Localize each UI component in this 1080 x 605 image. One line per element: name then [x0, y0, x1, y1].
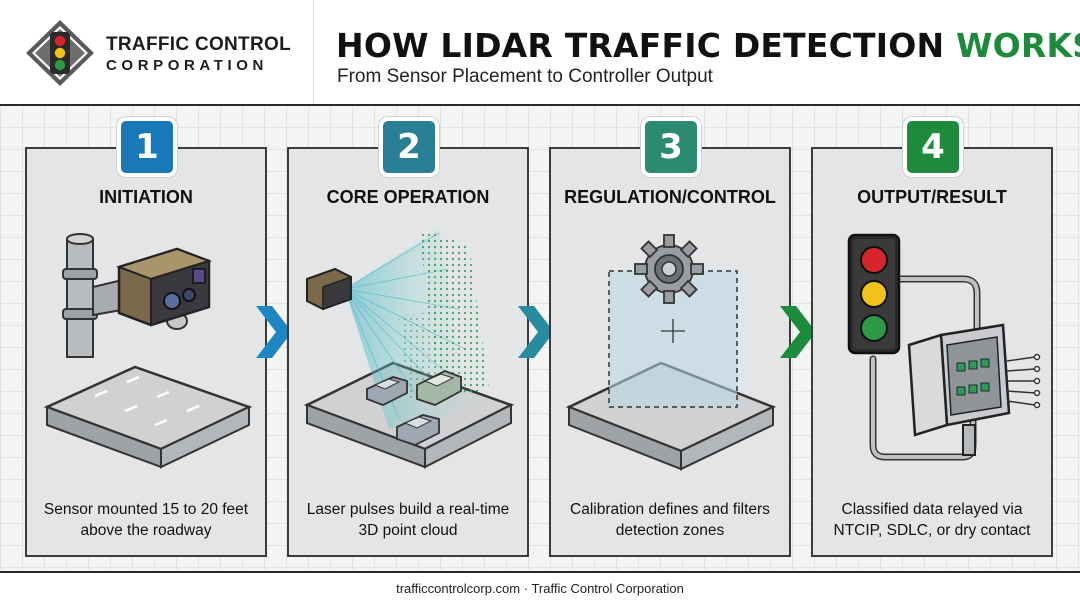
title-accent: WORKS: [955, 26, 1080, 65]
page-header: TRAFFIC CONTROL CORPORATION HOW LIDAR TR…: [0, 0, 1080, 106]
controller-cabinet-icon: [907, 323, 1011, 456]
title-main: HOW LIDAR TRAFFIC DETECTION: [336, 26, 956, 65]
traffic-light-logo-icon: [26, 20, 94, 86]
chevron-right-icon: [518, 306, 554, 358]
data-output-lines-icon: [1006, 353, 1041, 409]
brand-logo: TRAFFIC CONTROL CORPORATION: [24, 18, 304, 88]
lidar-point-cloud-illustration: [303, 229, 515, 469]
header-divider: [313, 0, 314, 104]
step-description: Calibration defines and filters detectio…: [570, 501, 770, 539]
brand-name-line2: CORPORATION: [106, 57, 268, 74]
page-footer: trafficcontrolcorp.com · Traffic Control…: [0, 571, 1080, 605]
step-description: Laser pulses build a real-time 3D point …: [306, 501, 510, 539]
step-panel-output-result: OUTPUT/RESULT: [811, 147, 1053, 557]
step-number-badge: 1: [121, 121, 173, 173]
lidar-sensor-on-pole-illustration: [43, 233, 253, 469]
step-title: OUTPUT/RESULT: [857, 187, 1007, 207]
step-number-badge: 2: [383, 121, 435, 173]
step-panel-initiation: INITIATION Senso: [25, 147, 267, 557]
step-title: INITIATION: [99, 187, 193, 207]
step-number-badge: 3: [645, 121, 697, 173]
car-icon: [366, 376, 408, 406]
chevron-right-icon: [256, 306, 292, 358]
traffic-light-icon: [847, 233, 901, 355]
step-title: CORE OPERATION: [326, 187, 490, 207]
point-cloud-icon: [399, 229, 489, 399]
step-panel-core-operation: CORE OPERATION: [287, 147, 529, 557]
lidar-sensor-icon: [115, 247, 213, 327]
step-description: Sensor mounted 15 to 20 feet above the r…: [43, 501, 249, 539]
traffic-signal-controller-illustration: [847, 233, 1041, 461]
chevron-right-icon: [780, 306, 816, 358]
mounting-pole-icon: [62, 233, 188, 358]
footer-text: trafficcontrolcorp.com · Traffic Control…: [396, 581, 684, 596]
step-title: REGULATION/CONTROL: [564, 187, 776, 207]
step-panel-regulation-control: REGULATION/CONTROL: [549, 147, 791, 557]
lidar-sensor-icon: [306, 267, 352, 311]
detection-zone-calibration-illustration: [565, 234, 777, 471]
step-number-badge: 4: [907, 121, 959, 173]
roadway-slab-icon: [43, 365, 253, 469]
car-icon: [416, 370, 462, 406]
page-subtitle: From Sensor Placement to Controller Outp…: [337, 66, 713, 87]
car-icon: [396, 414, 440, 446]
brand-name-line1: TRAFFIC CONTROL: [106, 34, 291, 55]
page-title: HOW LIDAR TRAFFIC DETECTION WORKS: [336, 26, 1080, 65]
gear-icon: [634, 234, 704, 304]
step-description: Classified data relayed via NTCIP, SDLC,…: [833, 501, 1031, 539]
